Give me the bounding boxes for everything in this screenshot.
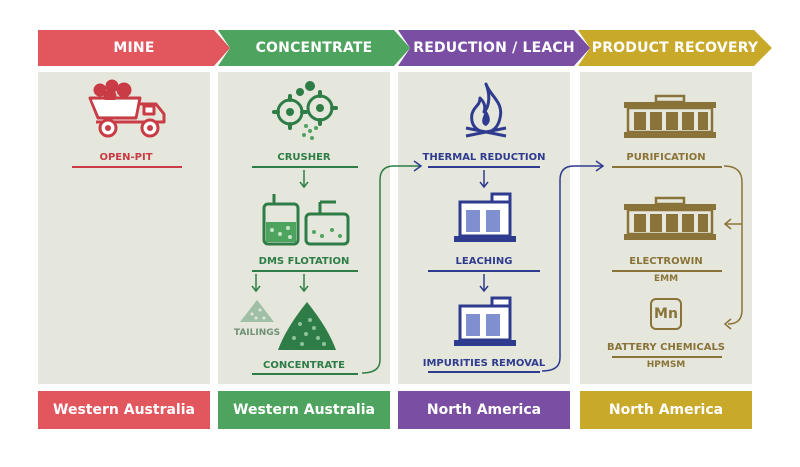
concentrate-pile-icon bbox=[278, 302, 336, 350]
column-mine bbox=[38, 72, 210, 384]
element-symbol: Mn bbox=[654, 306, 678, 322]
footer-concentrate-text: Western Australia bbox=[233, 402, 375, 418]
mine-step-label: OPEN-PIT bbox=[99, 152, 153, 163]
battery-chemicals-label: BATTERY CHEMICALS bbox=[606, 342, 726, 353]
arrow-down-icon bbox=[479, 274, 489, 293]
header-product: PRODUCT RECOVERY bbox=[578, 30, 772, 66]
footer-product-text: North America bbox=[608, 402, 724, 418]
arrow-down-icon-concentrate bbox=[299, 274, 309, 293]
impurities-tank-icon bbox=[454, 296, 516, 346]
crusher-underline bbox=[252, 166, 358, 168]
electrowin-cell-icon bbox=[624, 196, 716, 240]
header-concentrate-label: CONCENTRATE bbox=[255, 40, 373, 56]
header-product-label: PRODUCT RECOVERY bbox=[591, 40, 759, 56]
leaching-label: LEACHING bbox=[455, 256, 513, 267]
mine-underline bbox=[72, 166, 182, 168]
footer-concentrate-region: Western Australia bbox=[218, 391, 390, 429]
electrowin-label: ELECTROWIN bbox=[629, 256, 703, 267]
flame-icon bbox=[465, 82, 507, 138]
impurities-removal-underline bbox=[428, 371, 540, 373]
impurities-removal-label: IMPURITIES REMOVAL bbox=[422, 358, 546, 369]
leaching-tank-icon bbox=[454, 192, 516, 242]
purification-cell-icon bbox=[624, 94, 716, 138]
crusher-gears-icon bbox=[272, 81, 338, 140]
electrowin-underline bbox=[612, 270, 722, 272]
arrow-down-icon bbox=[299, 170, 309, 189]
arrow-down-icon-tailings bbox=[251, 274, 261, 293]
purification-label: PURIFICATION bbox=[626, 152, 706, 163]
header-reduction-label: REDUCTION / LEACH bbox=[413, 40, 575, 56]
header-reduction: REDUCTION / LEACH bbox=[398, 30, 590, 66]
dms-flotation-label: DMS FLOTATION bbox=[258, 256, 350, 267]
arrow-down-icon bbox=[479, 170, 489, 189]
header-concentrate: CONCENTRATE bbox=[218, 30, 410, 66]
emm-label: EMM bbox=[653, 274, 679, 284]
purification-underline bbox=[612, 166, 722, 168]
tailings-label: TAILINGS bbox=[233, 328, 281, 338]
tailings-pile-icon bbox=[240, 300, 274, 322]
footer-reduction-text: North America bbox=[426, 402, 542, 418]
battery-chemicals-underline bbox=[612, 356, 722, 358]
flotation-tanks-icon bbox=[262, 194, 350, 246]
header-mine-label: MINE bbox=[113, 40, 155, 56]
footer-mine-text: Western Australia bbox=[53, 402, 195, 418]
footer-mine-region: Western Australia bbox=[38, 391, 210, 429]
mining-truck-icon bbox=[88, 79, 166, 138]
hpmsm-label: HPMSM bbox=[646, 360, 686, 370]
leaching-underline bbox=[428, 270, 540, 272]
thermal-reduction-label: THERMAL REDUCTION bbox=[422, 152, 546, 163]
dms-flotation-underline bbox=[252, 270, 358, 272]
concentrate-label: CONCENTRATE bbox=[263, 360, 345, 371]
footer-product-region: North America bbox=[580, 391, 752, 429]
manganese-element-icon: Mn bbox=[650, 298, 682, 330]
thermal-reduction-underline bbox=[428, 166, 540, 168]
header-mine: MINE bbox=[38, 30, 230, 66]
crusher-label: CRUSHER bbox=[277, 152, 331, 163]
concentrate-underline bbox=[252, 373, 358, 375]
footer-reduction-region: North America bbox=[398, 391, 570, 429]
